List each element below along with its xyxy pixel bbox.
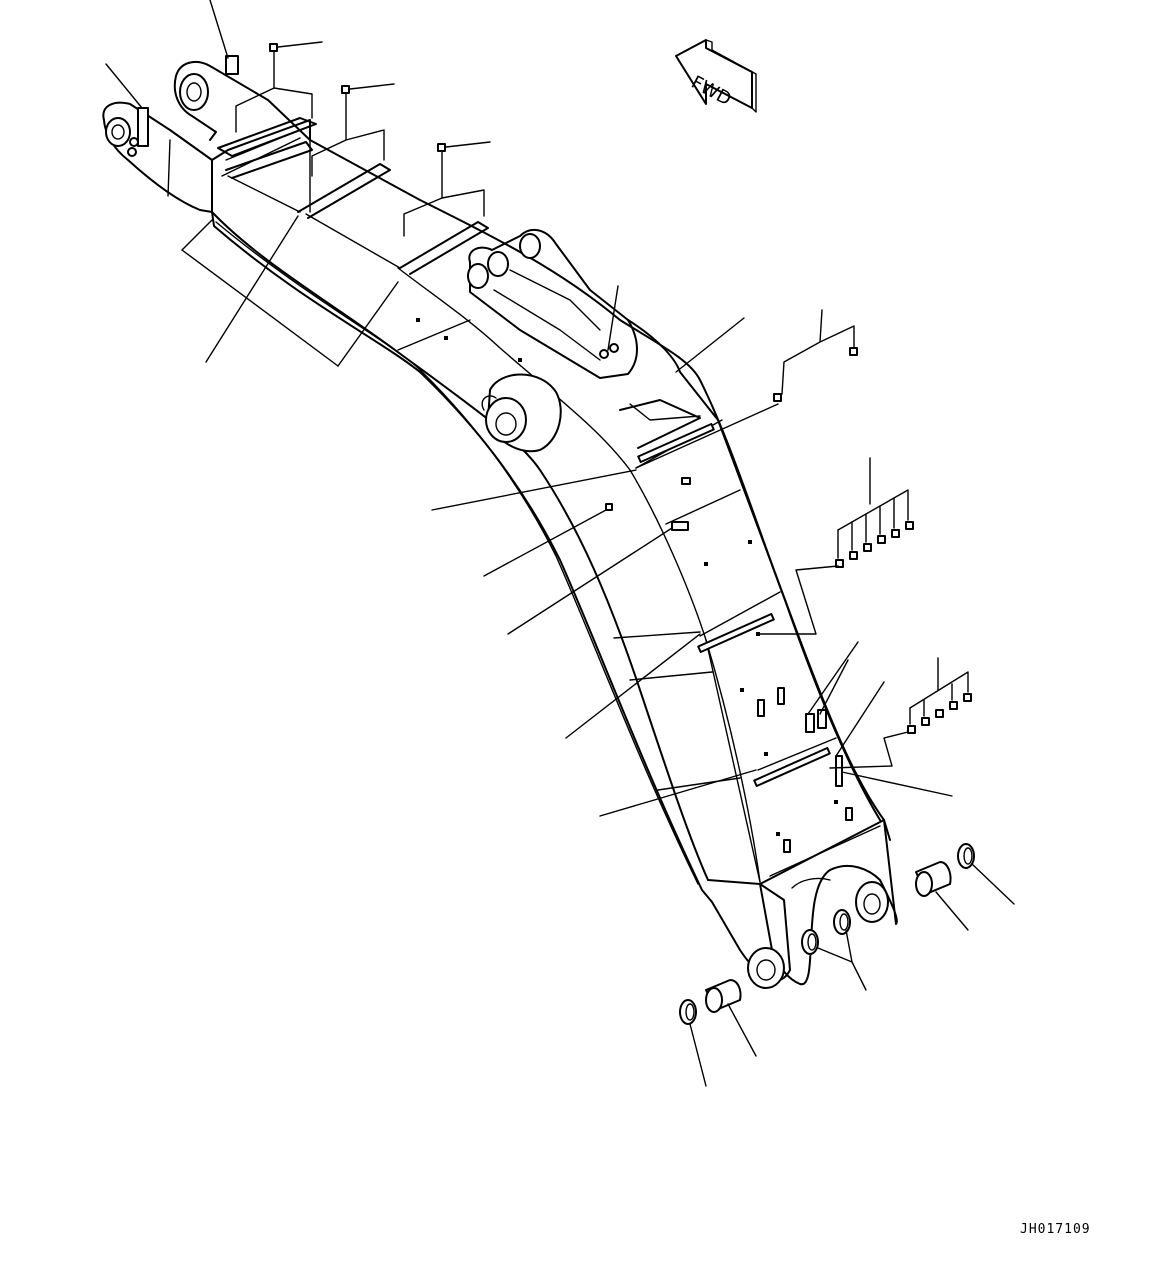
drawing-code-label: JH017109 bbox=[1020, 1222, 1091, 1237]
fwd-arrow-icon: FWD bbox=[675, 39, 757, 113]
bolt-group-mid bbox=[835, 521, 914, 568]
bushing-bottom-mid bbox=[705, 979, 742, 1013]
bolt-group-lower bbox=[907, 693, 972, 734]
plate-details bbox=[416, 318, 853, 853]
end-boss-right bbox=[855, 881, 889, 923]
bushing-bottom-left bbox=[679, 999, 697, 1025]
ring-right bbox=[957, 843, 975, 869]
foot-fitting-left bbox=[137, 107, 149, 147]
bushing-right bbox=[915, 861, 952, 897]
top-fittings bbox=[269, 43, 446, 152]
top-brackets bbox=[217, 117, 489, 275]
boom-foot bbox=[102, 55, 311, 213]
end-boss-left bbox=[747, 947, 785, 989]
leader-lines bbox=[105, 0, 1015, 1087]
bushings bbox=[679, 843, 975, 1025]
cylinder-bracket bbox=[467, 228, 701, 449]
foot-pin-boss-right bbox=[179, 73, 209, 111]
center-boss bbox=[481, 373, 562, 453]
rings-pair bbox=[801, 909, 851, 955]
boom-end bbox=[707, 819, 898, 989]
foot-fitting-right bbox=[225, 55, 239, 75]
boom-body bbox=[211, 139, 885, 903]
foot-pin-boss-left bbox=[105, 117, 131, 147]
bolt-group-upper bbox=[773, 347, 858, 402]
